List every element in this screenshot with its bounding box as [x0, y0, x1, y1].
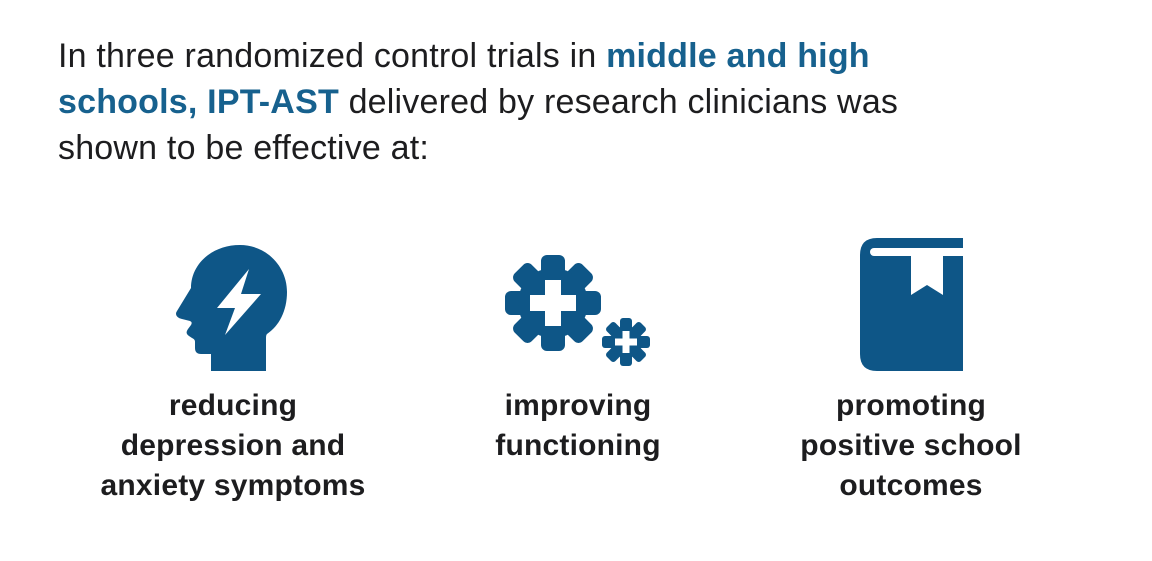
caption-line: anxiety symptoms — [100, 469, 366, 502]
caption-line: reducing — [168, 389, 298, 422]
heading-text-segment: In three randomized control trials in — [58, 37, 607, 75]
benefit-column-symptoms: reducing depression and anxiety symptoms — [83, 238, 383, 506]
benefit-column-functioning: improving functioning — [428, 238, 728, 466]
caption-line: functioning — [495, 429, 661, 462]
heading-emphasis-text: middle and high — [606, 37, 870, 75]
heading-text: In three randomized control trials in mi… — [58, 33, 1078, 171]
heading-line: schools, IPT-AST delivered by research c… — [58, 79, 1078, 125]
heading-text-segment: delivered by research clinicians was — [338, 83, 899, 121]
caption-line: positive school — [800, 429, 1022, 462]
head-lightning-icon — [175, 238, 291, 371]
heading-line: In three randomized control trials in mi… — [58, 33, 1078, 79]
caption-line: depression and — [120, 429, 346, 462]
caption-improving-functioning: improving functioning — [495, 386, 661, 466]
caption-line: improving — [504, 389, 652, 422]
benefit-column-school: promoting positive school outcomes — [761, 238, 1061, 506]
heading-emphasis-text: schools, IPT-AST — [58, 83, 339, 121]
caption-line: promoting — [835, 389, 987, 422]
gears-plus-icon — [502, 238, 654, 371]
caption-reducing-symptoms: reducing depression and anxiety symptoms — [101, 386, 366, 506]
caption-line: outcomes — [839, 469, 983, 502]
caption-promoting-school-outcomes: promoting positive school outcomes — [800, 386, 1021, 506]
heading-text-segment: shown to be effective at: — [58, 129, 430, 167]
book-bookmark-icon — [859, 238, 963, 371]
heading-line: shown to be effective at: — [58, 125, 1078, 171]
